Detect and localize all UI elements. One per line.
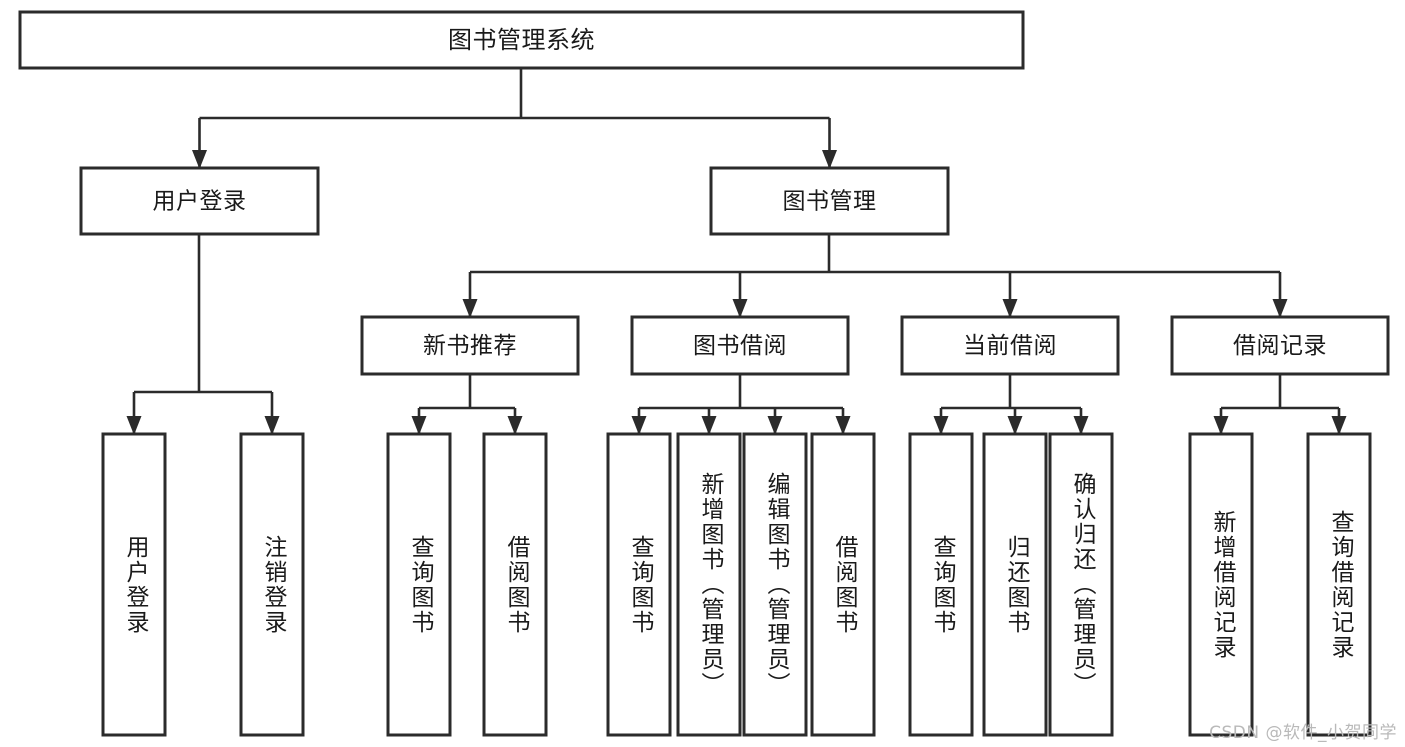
arrowhead-user-login — [192, 150, 207, 169]
node-box-leaf-borrow-book[interactable] — [810, 432, 876, 737]
arrowhead-leaf-query-book-current — [933, 416, 949, 435]
node-box-borrow-record[interactable] — [1170, 315, 1390, 376]
node-box-book-manage[interactable] — [709, 166, 950, 236]
arrowhead-leaf-return-book — [1007, 416, 1023, 435]
arrowhead-leaf-edit-book-admin — [767, 416, 783, 435]
arrowhead-leaf-logout — [264, 416, 280, 435]
node-label-borrow-record: 借阅记录 — [1233, 333, 1327, 359]
node-box-leaf-logout[interactable] — [239, 432, 305, 737]
node-box-current-borrow[interactable] — [900, 315, 1120, 376]
arrowhead-leaf-query-borrow-record — [1331, 416, 1347, 435]
arrowhead-leaf-borrow-book — [835, 416, 851, 435]
connector-record-to-leaves — [1213, 374, 1347, 435]
arrowhead-leaf-add-book-admin — [701, 416, 717, 435]
node-box-new-book-recommend[interactable] — [360, 315, 580, 376]
connector-recommend-to-leaves — [411, 374, 523, 435]
node-box-leaf-edit-book-admin[interactable] — [742, 432, 808, 737]
nodes-layer — [18, 10, 1390, 737]
node-label-user-login: 用户登录 — [153, 189, 247, 215]
node-box-leaf-add-book-admin[interactable] — [676, 432, 742, 737]
node-box-leaf-query-book-recommend[interactable] — [386, 432, 452, 737]
connector-bookmanage-to-level3 — [462, 234, 1288, 318]
csdn-watermark: CSDN @软件_小贺同学 — [1209, 723, 1397, 743]
node-label-book-manage: 图书管理 — [783, 189, 877, 215]
node-box-leaf-query-borrow-record[interactable] — [1306, 432, 1372, 737]
node-box-leaf-confirm-return-admin[interactable] — [1048, 432, 1114, 737]
arrowhead-leaf-user-login — [126, 416, 142, 435]
node-box-leaf-add-borrow-record[interactable] — [1188, 432, 1254, 737]
node-label-book-borrow: 图书借阅 — [693, 333, 787, 359]
arrowhead-book-borrow — [732, 299, 748, 318]
arrowhead-borrow-record — [1272, 299, 1288, 318]
node-label-new-book-recommend: 新书推荐 — [423, 333, 517, 359]
edges-layer — [126, 68, 1347, 435]
connector-current-to-leaves — [933, 374, 1089, 435]
arrowhead-leaf-confirm-return-admin — [1073, 416, 1089, 435]
arrowhead-leaf-query-book-borrow — [631, 416, 647, 435]
arrowhead-leaf-borrow-book-recommend — [507, 416, 523, 435]
node-label-root: 图书管理系统 — [448, 26, 595, 54]
node-box-leaf-user-login[interactable] — [101, 432, 167, 737]
connector-root-to-level2 — [192, 68, 837, 169]
arrowhead-leaf-add-borrow-record — [1213, 416, 1229, 435]
node-box-leaf-query-book-borrow[interactable] — [606, 432, 672, 737]
arrowhead-new-book-recommend — [462, 299, 478, 318]
arrowhead-leaf-query-book-recommend — [411, 416, 427, 435]
node-box-root[interactable] — [18, 10, 1025, 70]
node-label-current-borrow: 当前借阅 — [963, 333, 1057, 359]
connector-borrow-to-leaves — [631, 374, 851, 435]
node-box-user-login[interactable] — [79, 166, 320, 236]
node-box-book-borrow[interactable] — [630, 315, 850, 376]
node-box-leaf-return-book[interactable] — [982, 432, 1048, 737]
connector-userlogin-to-leaves — [126, 234, 280, 435]
node-box-leaf-query-book-current[interactable] — [908, 432, 974, 737]
arrowhead-current-borrow — [1002, 299, 1018, 318]
arrowhead-book-manage — [822, 150, 837, 169]
node-box-leaf-borrow-book-recommend[interactable] — [482, 432, 548, 737]
